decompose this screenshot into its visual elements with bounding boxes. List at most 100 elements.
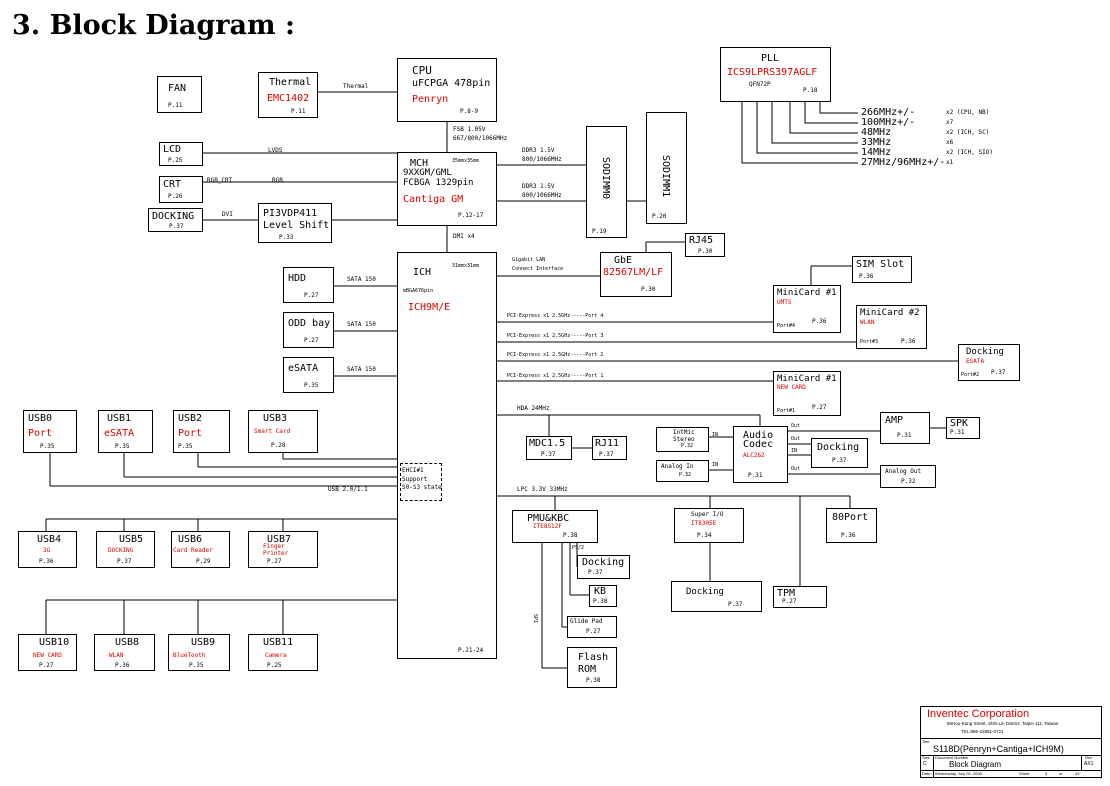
ehci-line2: Support (402, 476, 428, 483)
pll-clock-wire (741, 102, 858, 164)
usb11-label: USB11 (263, 637, 294, 648)
rgb-crt-label: RGB_CRT (207, 177, 233, 184)
docking-ps2-label: Docking (582, 557, 625, 568)
usb3-label: USB3 (263, 413, 288, 424)
title-divider-v2 (1081, 755, 1082, 770)
superio-page: P.34 (697, 532, 712, 539)
cpu-codename: Penryn (412, 94, 449, 105)
title-divider-3 (921, 770, 1101, 771)
rj11-label: RJ11 (595, 438, 620, 449)
pll-clock-note: x6 (946, 139, 954, 146)
minicard-umts-port: Port#4 (777, 323, 796, 329)
usb-bus-label: USB 2.0/1.1 (328, 486, 368, 493)
title-field-label: Title (922, 739, 930, 744)
pll-clock-freq: 100MHz+/- (861, 117, 916, 128)
odd-page: P.27 (304, 337, 319, 344)
docking-ps2-block: Docking P.37 (577, 555, 630, 579)
levelshift-page: P.33 (279, 234, 294, 241)
usb0-block: USB0 Port P.35 (23, 410, 77, 453)
sheet-label: Sheet (1019, 771, 1030, 776)
amp-page: P.31 (897, 432, 912, 439)
amp-block: AMP P.31 (880, 412, 930, 444)
usb6-sub: Card Reader (173, 547, 213, 554)
esata-block: eSATA P.35 (283, 357, 334, 393)
fan-page: P.11 (168, 102, 183, 109)
minicard-wlan-block: MiniCard #2 WLAN Port#3 P.36 (856, 305, 927, 349)
usb2-block: USB2 Port P.35 (173, 410, 230, 453)
minicard-umts-block: MiniCard #1 UMTS Port#4 P.36 (773, 285, 841, 333)
pmu-kbc-part: ITE8512F (533, 523, 562, 530)
mdc-block: MDC1.5 P.37 (526, 436, 572, 460)
date-value: Wednesday, July 02, 2008 (935, 771, 982, 776)
usb7-sub: Finger (263, 543, 285, 550)
minicard-wlan-sub: WLAN (860, 319, 875, 326)
docking-esata-sub: ESATA (966, 358, 985, 365)
gbe-label: GbE (614, 255, 633, 266)
sodimm0-page: P.19 (592, 228, 607, 235)
usb1-page: P.35 (115, 443, 130, 450)
usb0-sub: Port (28, 428, 53, 439)
usb9-label: USB9 (191, 637, 216, 648)
dvi-label: DVI (222, 211, 233, 218)
sim-label: SIM Slot (856, 259, 905, 270)
pcie-port4-label: PCI-Express x1 2.5GHz-----Port 4 (507, 313, 604, 319)
date-label: Date: (922, 771, 932, 776)
analog-in-block: Analog In P.32 (656, 460, 709, 482)
pll-clock-freq: 14MHz (861, 147, 892, 158)
docking-esata-page: P.37 (991, 369, 1006, 376)
mdc-page: P.37 (541, 451, 556, 458)
hdd-page: P.27 (304, 292, 319, 299)
usb7-label: USB7 (267, 534, 292, 545)
gbe-block: GbE 82567LM/LF P.30 (600, 252, 672, 297)
rj45-page: P.30 (698, 248, 713, 255)
ich-block: ICH 31mmx31mm mBGA676pin ICH9M/E P.21-24 (397, 252, 497, 659)
port80-label: 80Port (832, 512, 869, 523)
usb8-sub: WLAN (109, 652, 124, 659)
codec-part: ALC262 (743, 452, 765, 459)
hdd-label: HDD (288, 273, 307, 284)
usb11-sub: Camera (265, 652, 287, 659)
pll-clock-wire (771, 102, 858, 144)
title-block: Inventec Corporation 66Hou-Kang Street, … (920, 706, 1102, 778)
lcd-block: LCD P.25 (159, 142, 203, 166)
rj45-block: RJ45 P.30 (685, 233, 725, 257)
pmu-kbc-page: P.38 (563, 532, 578, 539)
codec-out2: Out (791, 436, 801, 442)
rj45-label: RJ45 (689, 235, 714, 246)
mch-codename: Cantiga GM (403, 194, 464, 205)
docking-esata-port: Port#2 (961, 372, 980, 378)
odd-block: ODD bay P.27 (283, 312, 334, 348)
ich-page: P.21-24 (458, 647, 484, 654)
codec-in: IN (791, 448, 798, 454)
lcd-page: P.25 (168, 157, 183, 164)
doc-number: Block Diagram (949, 760, 1002, 769)
ehci-label: EHCI#1 (402, 467, 424, 474)
minicard-newcard-label: MiniCard #1 (777, 374, 837, 384)
sheet-number: 3 (1045, 771, 1048, 776)
flash-rom-page: P.38 (586, 677, 601, 684)
usb4-sub: 3G (43, 547, 51, 554)
pcie-port3-label: PCI-Express x1 2.5GHz-----Port 3 (507, 333, 604, 339)
pll-clock-wire (789, 102, 858, 134)
analog-out-label: Analog Out (885, 468, 922, 475)
pll-clock-wire (756, 102, 858, 154)
docking-dvi-page: P.37 (169, 223, 184, 230)
ddr-a-speed: 800/1066MHz (522, 156, 562, 163)
mch-label: MCH (410, 158, 429, 169)
docking-dvi-block: DOCKING P.37 (148, 208, 203, 232)
docking-dvi-label: DOCKING (152, 211, 195, 222)
usb4-label: USB4 (37, 534, 62, 545)
mch-page: P.12-17 (458, 212, 484, 219)
crt-page: P.26 (168, 193, 183, 200)
ddr-a-label: DDR3 1.5V (522, 147, 555, 154)
kb-page: P.38 (593, 598, 608, 605)
crt-label: CRT (163, 179, 182, 190)
pll-clock-note: x2 (CPU, NB) (946, 109, 990, 116)
pcie-port2-label: PCI-Express x1 2.5GHz-----Port 2 (507, 352, 604, 358)
docking-sio-label: Docking (686, 587, 724, 597)
cpu-block: CPU uFCPGA 478pin Penryn P.8-9 (397, 58, 497, 122)
pll-clock-freq: 33MHz (861, 137, 892, 148)
intmic-pin: IN (712, 432, 719, 438)
docking-audio-label: Docking (817, 442, 860, 453)
